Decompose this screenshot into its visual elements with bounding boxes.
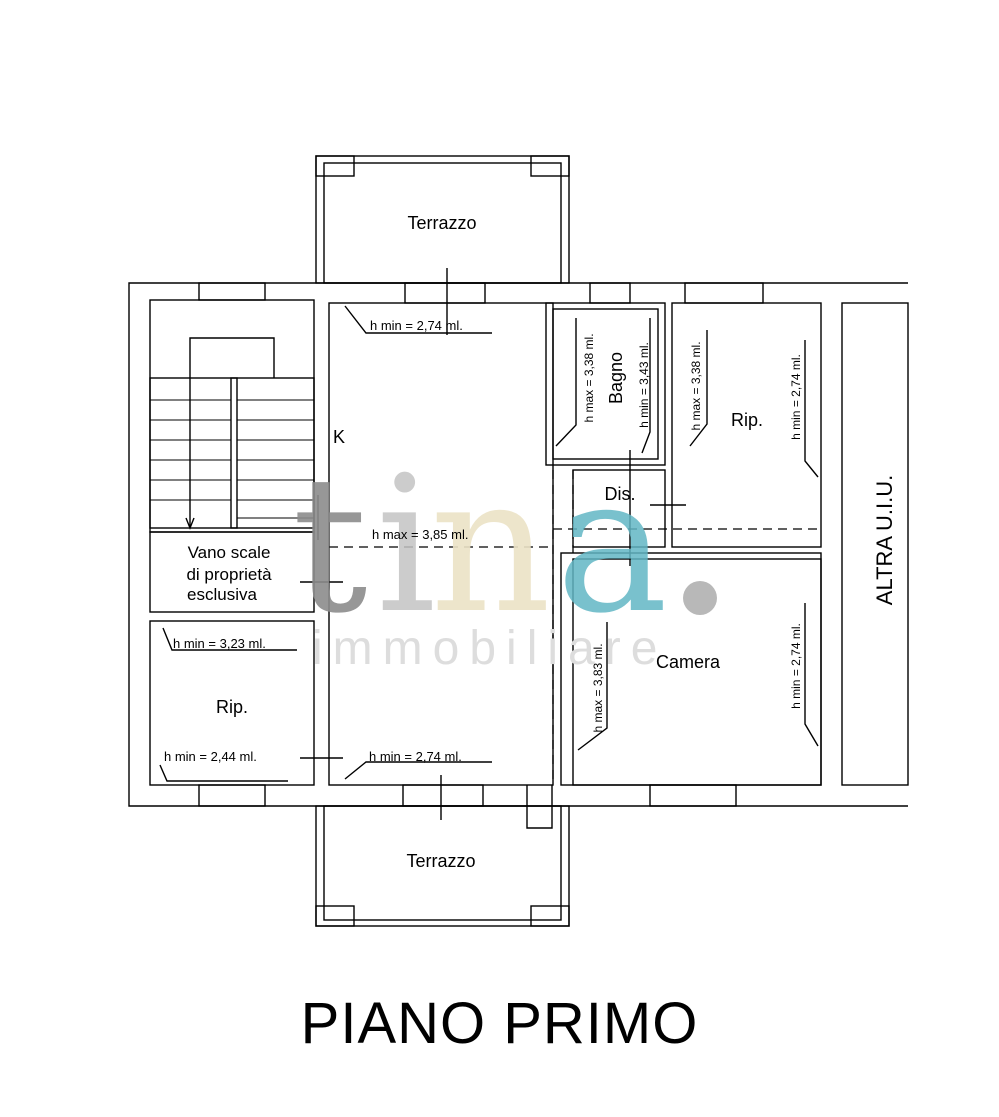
- stair-label-1: Vano scale: [188, 543, 271, 562]
- stair-label-room: [149, 531, 315, 613]
- watermark-t: t: [292, 436, 368, 655]
- terrazzo-bottom-label: Terrazzo: [406, 851, 475, 871]
- altra-room: [841, 302, 909, 786]
- dis-label: Dis.: [605, 484, 636, 504]
- rip-right-label: Rip.: [731, 410, 763, 430]
- height-rip-right-max: h max = 3,38 ml.: [689, 341, 703, 430]
- kitchen-mark: K: [333, 427, 345, 447]
- watermark-a: a: [556, 436, 668, 655]
- watermark-sub: immobiliare: [312, 622, 667, 675]
- watermark-i: i: [376, 436, 436, 655]
- height-main-bottom: h min = 2,74 ml.: [369, 749, 462, 764]
- bagno-label: Bagno: [606, 352, 626, 404]
- watermark-n: n: [430, 436, 551, 655]
- height-bagno-min: h min = 3,43 ml.: [637, 342, 651, 428]
- height-rip-left-top: h min = 3,23 ml.: [173, 636, 266, 651]
- stair-label-3: esclusiva: [187, 585, 257, 604]
- watermark: t i n a immobiliare: [292, 436, 717, 675]
- height-main-top: h min = 2,74 ml.: [370, 318, 463, 333]
- stair-room: [149, 299, 315, 533]
- height-bagno-max: h max = 3,38 ml.: [582, 333, 596, 422]
- height-camera-min: h min = 2,74 ml.: [789, 623, 803, 709]
- terrazzo-top-label: Terrazzo: [407, 213, 476, 233]
- camera-label: Camera: [656, 652, 721, 672]
- height-main-mid: h max = 3,85 ml.: [372, 527, 468, 542]
- watermark-dot: [683, 581, 717, 615]
- altra-label: ALTRA U.I.U.: [872, 475, 897, 605]
- height-camera-max: h max = 3,83 ml.: [591, 643, 605, 732]
- plan-title: PIANO PRIMO: [300, 991, 699, 1056]
- stair-label-2: di proprietà: [186, 565, 272, 584]
- height-rip-left-bottom: h min = 2,44 ml.: [164, 749, 257, 764]
- rip-left-label: Rip.: [216, 697, 248, 717]
- height-rip-right-min: h min = 2,74 ml.: [789, 354, 803, 440]
